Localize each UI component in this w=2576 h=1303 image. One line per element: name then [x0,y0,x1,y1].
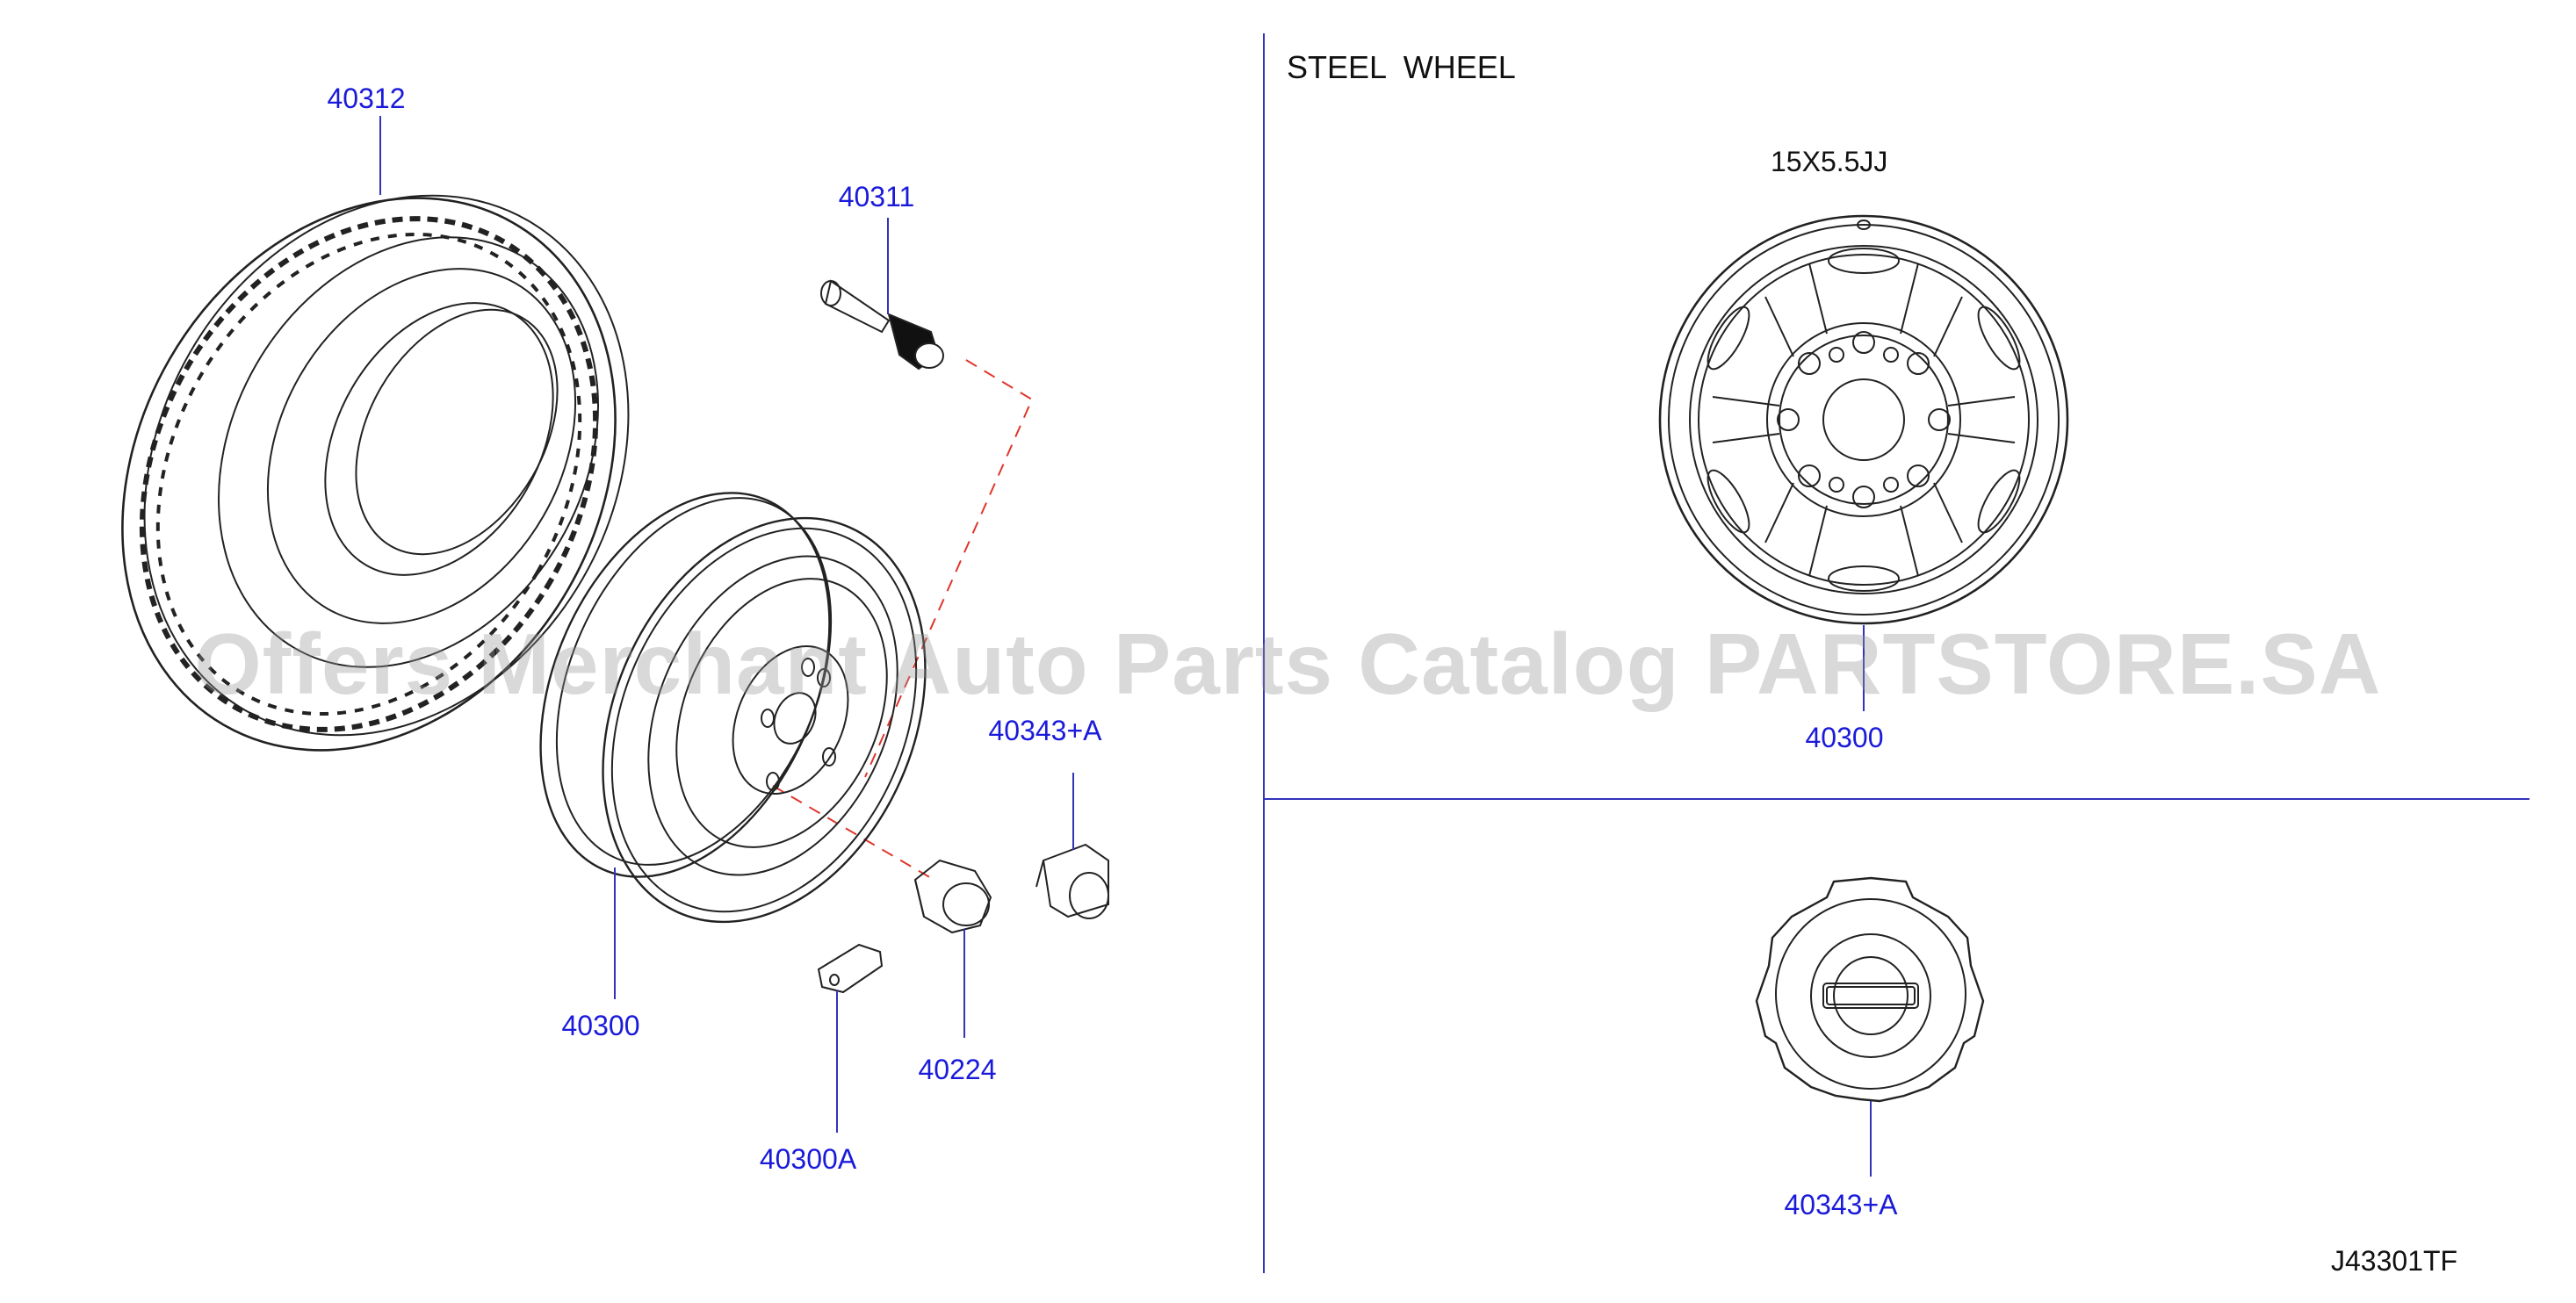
part-label-ornament-right[interactable]: 40343+A [1784,1189,1898,1220]
part-label-tire[interactable]: 40312 [327,83,406,114]
wheel-size-label: 15X5.5JJ [1771,146,1888,177]
diagram-code: J43301TF [2331,1245,2458,1277]
part-label-valve[interactable]: 40311 [838,181,915,212]
balance-weight-drawing[interactable] [819,945,882,992]
valve-drawing[interactable] [821,281,943,369]
part-label-ornament-left[interactable]: 40343+A [988,715,1102,746]
nut-drawing[interactable] [915,860,991,932]
watermark: Offers Merchant Auto Parts Catalog PARTS… [194,616,2382,712]
wheel-left-drawing[interactable] [484,448,986,974]
ornament-left-drawing[interactable] [1036,845,1108,918]
tire-drawing[interactable] [25,107,724,840]
assembly-lines [773,360,1032,878]
part-label-nut[interactable]: 40224 [918,1054,997,1085]
part-label-wheel-left[interactable]: 40300 [561,1010,640,1041]
leader-lines [380,116,1871,1177]
part-label-balance-weight[interactable]: 40300A [759,1143,857,1175]
part-label-wheel-right[interactable]: 40300 [1805,722,1884,753]
section-title: STEEL WHEEL [1287,49,1516,85]
wheel-right-drawing[interactable] [1660,216,2067,623]
ornament-right-drawing[interactable] [1757,878,1983,1101]
